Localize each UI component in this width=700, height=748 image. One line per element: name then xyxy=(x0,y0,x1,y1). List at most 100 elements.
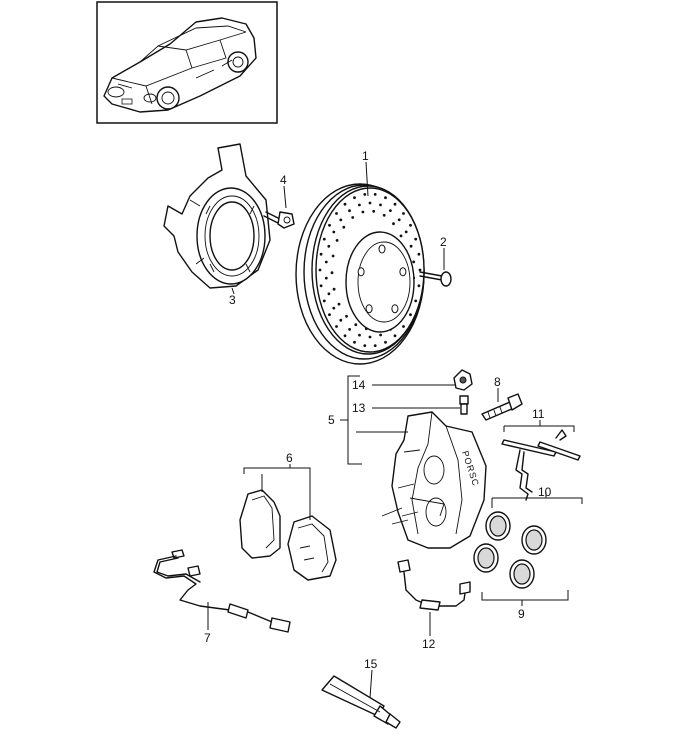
disc-hole xyxy=(393,334,397,338)
group-bracket-5 xyxy=(340,375,362,465)
disc-hole xyxy=(327,292,331,296)
callout-15: 15 xyxy=(364,657,378,671)
disc-hole xyxy=(392,222,395,226)
callout-5: 5 xyxy=(328,413,335,427)
disc-hole xyxy=(318,268,322,272)
part-12-brake-line xyxy=(397,559,471,611)
callout-8: 8 xyxy=(494,375,501,389)
disc-hole xyxy=(379,333,382,337)
disc-hole xyxy=(332,230,336,234)
disc-hole xyxy=(322,237,326,241)
disc-hole xyxy=(412,260,416,264)
disc-hole xyxy=(328,313,331,317)
disc-hole xyxy=(409,223,412,227)
part-15-grease-tube xyxy=(321,675,401,729)
vehicle-thumbnail xyxy=(96,1,278,124)
disc-hole xyxy=(402,325,405,328)
disc-hole xyxy=(345,314,348,318)
disc-hole xyxy=(335,325,338,328)
disc-hole xyxy=(414,237,418,241)
disc-hole xyxy=(409,244,413,248)
disc-hole xyxy=(324,276,328,280)
callout-9: 9 xyxy=(518,607,525,621)
disc-hole xyxy=(384,340,387,344)
disc-hole xyxy=(373,344,377,347)
disc-hole xyxy=(332,306,336,310)
disc-hole xyxy=(418,268,422,272)
callout-6: 6 xyxy=(286,451,293,465)
callout-7: 7 xyxy=(204,631,211,645)
callout-1: 1 xyxy=(362,149,369,163)
hub-bolt-hole xyxy=(399,267,407,277)
disc-hole xyxy=(339,218,343,222)
callout-12: 12 xyxy=(422,637,436,651)
part-14-bleeder-cap xyxy=(453,369,473,391)
disc-hole xyxy=(335,212,338,215)
hub-bolt-hole xyxy=(378,244,386,254)
part-2-disc-screw xyxy=(419,271,452,287)
disc-hole xyxy=(353,340,356,344)
disc-hole xyxy=(417,284,421,288)
disc-hole xyxy=(348,209,351,213)
disc-hub-bolt-holes xyxy=(357,244,407,314)
disc-hole xyxy=(342,225,346,229)
disc-hole xyxy=(319,284,323,288)
disc-hole xyxy=(348,328,351,331)
part-4-shield-bolt xyxy=(263,211,295,229)
disc-cross-drill-holes xyxy=(318,193,422,347)
disc-hole xyxy=(354,323,358,327)
hub-bolt-hole xyxy=(365,304,373,314)
hub-bolt-hole xyxy=(357,267,365,277)
disc-hole xyxy=(361,210,365,214)
disc-hole xyxy=(373,193,377,196)
part-1-brake-disc xyxy=(295,183,425,365)
disc-hole xyxy=(324,260,328,264)
leader-lines xyxy=(207,161,547,699)
disc-hole xyxy=(368,201,372,205)
callout-10: 10 xyxy=(538,485,552,499)
part-10-caliper-pistons xyxy=(485,497,583,555)
disc-hole xyxy=(322,299,326,303)
disc-hole xyxy=(368,335,372,339)
part-11-retaining-pins xyxy=(501,425,581,501)
part-3-brake-dust-shield xyxy=(163,143,271,289)
part-7-wear-sensor xyxy=(153,549,291,633)
disc-hole xyxy=(397,218,401,222)
disc-hole xyxy=(337,302,341,306)
disc-hole xyxy=(343,202,347,206)
disc-hole xyxy=(404,230,408,234)
disc-hole xyxy=(351,216,355,219)
disc-hole xyxy=(328,223,331,227)
callout-13: 13 xyxy=(352,401,366,415)
disc-hole xyxy=(372,209,376,213)
part-6-brake-pads xyxy=(239,467,337,581)
part-8-caliper-bolt xyxy=(481,393,523,421)
disc-hole xyxy=(414,299,418,303)
part-13-bleeder-valve xyxy=(459,395,469,415)
disc-hole xyxy=(409,313,412,317)
disc-hole xyxy=(363,344,367,347)
disc-hole xyxy=(363,193,367,196)
disc-hole xyxy=(384,196,387,200)
disc-hole xyxy=(358,333,361,337)
disc-hole xyxy=(353,196,356,200)
callout-11: 11 xyxy=(532,407,545,421)
callout-2: 2 xyxy=(440,235,447,249)
disc-hole xyxy=(389,209,392,213)
disc-hole xyxy=(343,334,347,338)
callout-3: 3 xyxy=(229,293,236,307)
part-9-piston-seals xyxy=(473,543,569,601)
callout-4: 4 xyxy=(280,173,287,187)
disc-hole xyxy=(331,254,335,258)
disc-hole xyxy=(339,318,343,322)
disc-hole xyxy=(382,213,386,217)
disc-hole xyxy=(358,203,361,207)
callout-labels: 1 2 3 4 5 6 7 8 9 10 11 12 13 14 15 xyxy=(204,149,552,671)
disc-hole xyxy=(319,252,323,256)
callout-14: 14 xyxy=(352,378,366,392)
disc-hole xyxy=(402,212,405,215)
hub-bolt-hole xyxy=(391,304,399,314)
disc-hole xyxy=(399,234,403,238)
brake-caliper: PORSC xyxy=(381,411,487,549)
